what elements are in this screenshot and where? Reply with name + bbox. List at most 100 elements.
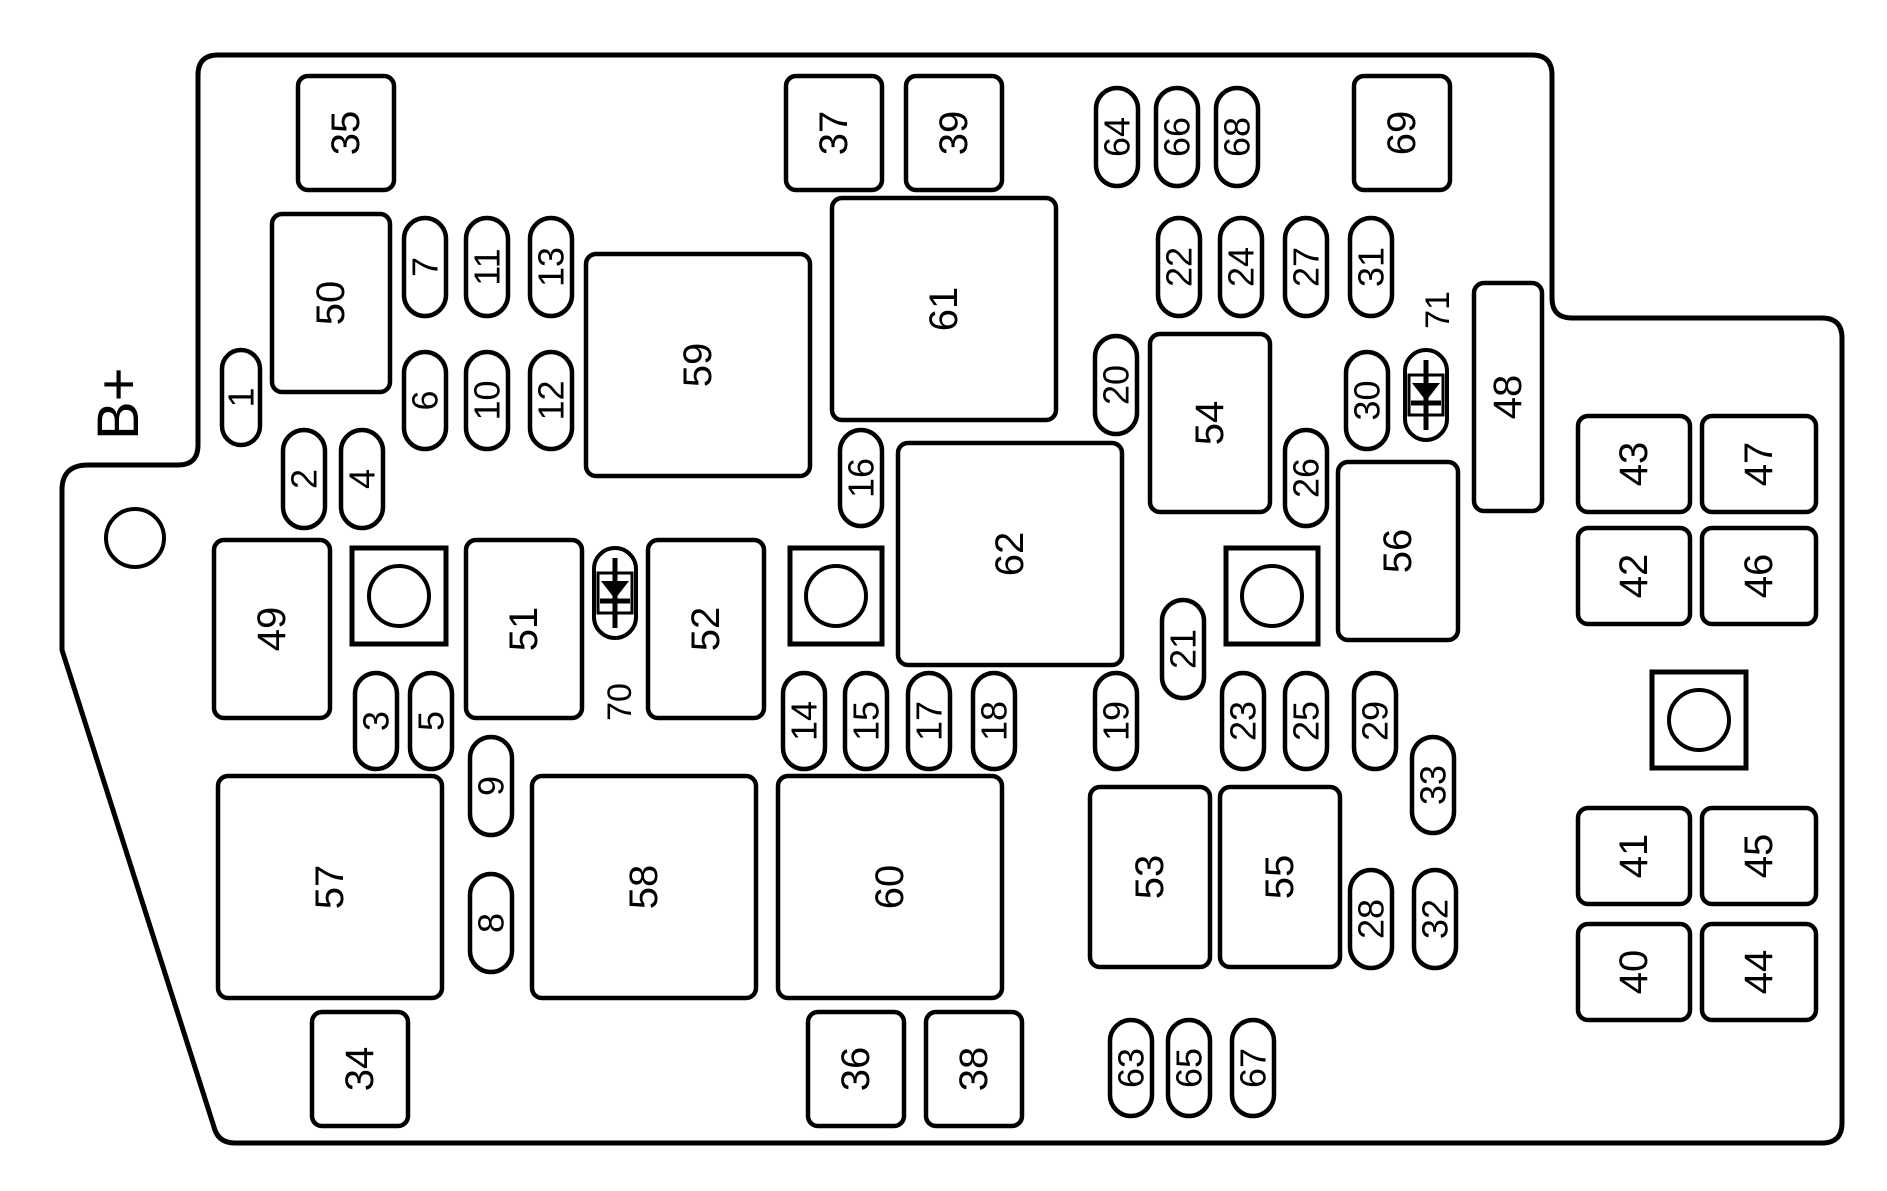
maxi-fuse-label-41: 41 (1612, 834, 1656, 879)
fuse-63: 63 (1107, 1017, 1155, 1119)
fuse-18: 18 (970, 670, 1018, 772)
fuse-30: 30 (1343, 349, 1391, 452)
maxi-fuse-43: 43 (1575, 413, 1693, 515)
fuse-label-29: 29 (1355, 701, 1396, 741)
fuse-label-68: 68 (1217, 117, 1258, 157)
fuse-17: 17 (905, 670, 953, 772)
fuse-2: 2 (280, 427, 328, 531)
fuse-1: 1 (219, 347, 263, 448)
maxi-fuse-label-40: 40 (1612, 950, 1656, 995)
fuse-14: 14 (780, 670, 828, 772)
maxi-fuse-45: 45 (1699, 805, 1819, 907)
fuse-21: 21 (1159, 597, 1207, 701)
fuse-8: 8 (467, 871, 515, 975)
fuse-33: 33 (1409, 734, 1457, 836)
fuse-label-66: 66 (1157, 117, 1198, 157)
fuse-16: 16 (837, 427, 885, 529)
fuse-label-11: 11 (467, 248, 508, 285)
relay-label-54: 54 (1188, 401, 1232, 446)
fuse-label-26: 26 (1286, 458, 1327, 498)
fuse-label-33: 33 (1413, 765, 1454, 805)
relay-label-53: 53 (1128, 855, 1172, 900)
maxi-fuse-35: 35 (295, 73, 397, 193)
maxi-fuse-label-43: 43 (1612, 442, 1656, 487)
relay-label-60: 60 (868, 865, 912, 910)
fuse-label-1: 1 (221, 387, 262, 407)
fuse-label-15: 15 (846, 701, 887, 741)
maxi-fuse-label-39: 39 (932, 111, 976, 156)
fuse-12: 12 (527, 349, 575, 452)
fuse-label-21: 21 (1163, 629, 1204, 669)
maxi-fuse-label-37: 37 (812, 111, 856, 156)
fuse-label-67: 67 (1233, 1048, 1274, 1088)
fuse-3: 3 (352, 670, 400, 772)
fuse-label-19: 19 (1096, 701, 1137, 741)
relay-59: 59 (583, 251, 813, 479)
relay-57: 57 (215, 773, 445, 1001)
mounting-hole-4 (1649, 669, 1749, 771)
fuse-label-3: 3 (356, 711, 397, 731)
relay-54: 54 (1147, 331, 1273, 515)
fuse-label-14: 14 (784, 701, 825, 741)
fuse-5: 5 (407, 670, 455, 772)
fuse-31: 31 (1347, 215, 1395, 319)
relay-61: 61 (829, 195, 1059, 423)
battery-positive-label: B+ (86, 367, 151, 440)
fuse-label-31: 31 (1351, 247, 1392, 287)
fuse-label-2: 2 (284, 469, 325, 489)
fuse-label-27: 27 (1286, 247, 1327, 287)
fuse-label-5: 5 (411, 711, 452, 731)
maxi-fuse-label-36: 36 (834, 1047, 878, 1092)
fuse-label-22: 22 (1159, 247, 1200, 287)
fuse-label-12: 12 (531, 380, 572, 420)
relay-label-56: 56 (1376, 529, 1420, 574)
relay-52: 52 (645, 537, 767, 721)
fuse-6: 6 (401, 349, 449, 452)
fuse-label-9: 9 (471, 776, 512, 796)
diode-label-71: 71 (1419, 291, 1457, 329)
fuse-label-8: 8 (471, 913, 512, 933)
fuse-label-32: 32 (1415, 899, 1456, 939)
relay-label-52: 52 (684, 607, 728, 652)
fuse-label-6: 6 (405, 390, 446, 410)
fuse-label-30: 30 (1347, 380, 1388, 420)
maxi-fuse-38: 38 (923, 1009, 1025, 1129)
maxi-fuse-36: 36 (805, 1009, 907, 1129)
mounting-hole (104, 507, 166, 569)
mounting-hole-3 (1223, 545, 1321, 647)
maxi-fuse-label-45: 45 (1737, 834, 1781, 879)
relay-label-59: 59 (676, 343, 720, 388)
relay-55: 55 (1217, 784, 1343, 970)
relay-label-62: 62 (988, 532, 1032, 577)
fuse-11: 11 (463, 215, 511, 319)
fuse-label-65: 65 (1169, 1048, 1210, 1088)
maxi-fuse-label-38: 38 (952, 1047, 996, 1092)
fuse-label-24: 24 (1221, 247, 1262, 287)
relay-49: 49 (211, 537, 333, 721)
maxi-fuse-label-47: 47 (1737, 442, 1781, 487)
fuse-label-63: 63 (1111, 1048, 1152, 1088)
maxi-fuse-label-46: 46 (1737, 554, 1781, 599)
diode-70: 70 (592, 546, 639, 721)
diode-71: 71 (1403, 291, 1457, 442)
relay-62: 62 (895, 440, 1125, 668)
maxi-fuse-44: 44 (1699, 921, 1819, 1023)
fuse-22: 22 (1155, 215, 1203, 319)
fuse-label-13: 13 (531, 247, 572, 287)
maxi-fuse-34: 34 (309, 1009, 411, 1129)
relay-label-51: 51 (502, 607, 546, 652)
maxi-fuse-46: 46 (1699, 525, 1819, 627)
fuse-label-18: 18 (974, 701, 1015, 741)
relay-label-57: 57 (308, 865, 352, 910)
fuse-24: 24 (1217, 215, 1265, 319)
fuse-19: 19 (1092, 670, 1140, 772)
fuse-4: 4 (338, 427, 386, 531)
maxi-fuse-label-42: 42 (1612, 554, 1656, 599)
fuse-67: 67 (1229, 1017, 1277, 1119)
relay-51: 51 (463, 537, 585, 721)
fuse-label-25: 25 (1286, 701, 1327, 741)
fuse-25: 25 (1282, 670, 1330, 772)
maxi-fuse-37: 37 (783, 73, 885, 193)
fuse-label-16: 16 (841, 458, 882, 498)
